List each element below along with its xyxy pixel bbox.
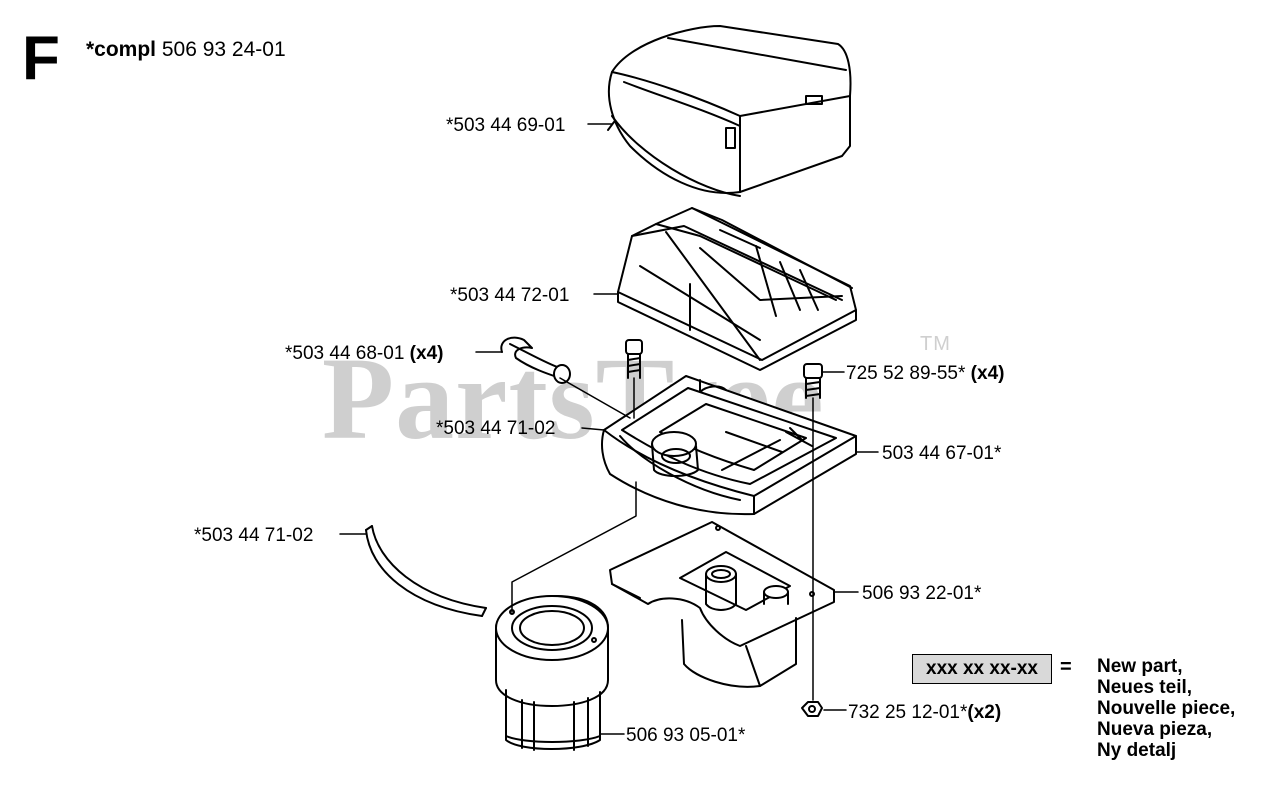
part-label-element: 506 93 05-01* xyxy=(626,726,745,745)
part-qty: (x4) xyxy=(409,343,444,364)
part-number: 506 93 22-01* xyxy=(862,583,982,604)
compl-number: 506 93 24-01 xyxy=(161,38,286,61)
legend-line: Ny detalj xyxy=(1097,740,1177,761)
air-filter-cover-drawing xyxy=(607,25,852,197)
legend-equals: = xyxy=(1060,656,1072,678)
part-number: *503 44 69-01 xyxy=(446,115,566,136)
part-label-nut: 732 25 12-01*(x2) xyxy=(848,703,1001,722)
legend-line: Neues teil, xyxy=(1097,677,1193,698)
air-filter-drawing xyxy=(617,207,857,371)
nut-drawing xyxy=(801,701,823,717)
seal-strip-drawing xyxy=(365,525,487,617)
legend-line: Nouvelle piece, xyxy=(1097,698,1236,719)
part-label-plate: 506 93 22-01* xyxy=(862,584,981,603)
leader-lines xyxy=(339,123,879,735)
complete-assembly-label: *compl 506 93 24-01 xyxy=(86,38,286,62)
part-number: *503 44 71-02 xyxy=(436,418,556,439)
compl-prefix: *compl xyxy=(86,38,157,61)
section-letter: F xyxy=(22,24,60,93)
part-label-clip: *503 44 68-01 (x4) xyxy=(285,344,443,363)
legend-new-part-box: xxx xx xx-xx xyxy=(912,654,1052,684)
part-label-holder: 503 44 67-01* xyxy=(882,444,1001,463)
part-label-cover: *503 44 69-01 xyxy=(446,116,565,135)
part-qty: (x4) xyxy=(970,363,1005,384)
part-number: *503 44 72-01 xyxy=(450,285,570,306)
legend-line: Nueva pieza, xyxy=(1097,719,1213,740)
legend-line: New part, xyxy=(1097,656,1183,677)
filter-element-drawing xyxy=(495,595,609,751)
legend-translations: New part, Neues teil, Nouvelle piece, Nu… xyxy=(1097,656,1235,761)
mounting-plate-drawing xyxy=(609,521,835,688)
part-number: 506 93 05-01* xyxy=(626,725,746,746)
clip-drawing xyxy=(500,336,571,384)
part-number: *503 44 71-02 xyxy=(194,525,314,546)
part-number: *503 44 68-01 xyxy=(285,343,410,364)
screw-drawing xyxy=(625,339,823,399)
part-number: 725 52 89-55* xyxy=(846,363,971,384)
part-label-seal-lower: *503 44 71-02 xyxy=(194,526,313,545)
part-label-screw: 725 52 89-55* (x4) xyxy=(846,364,1004,383)
part-qty: (x2) xyxy=(967,702,1002,723)
part-label-filter: *503 44 72-01 xyxy=(450,286,569,305)
part-number: 503 44 67-01* xyxy=(882,443,1002,464)
filter-holder-drawing xyxy=(601,375,857,516)
watermark-tm: TM xyxy=(920,333,951,355)
part-label-seal-upper: *503 44 71-02 xyxy=(436,419,555,438)
part-number: 732 25 12-01* xyxy=(848,702,968,723)
